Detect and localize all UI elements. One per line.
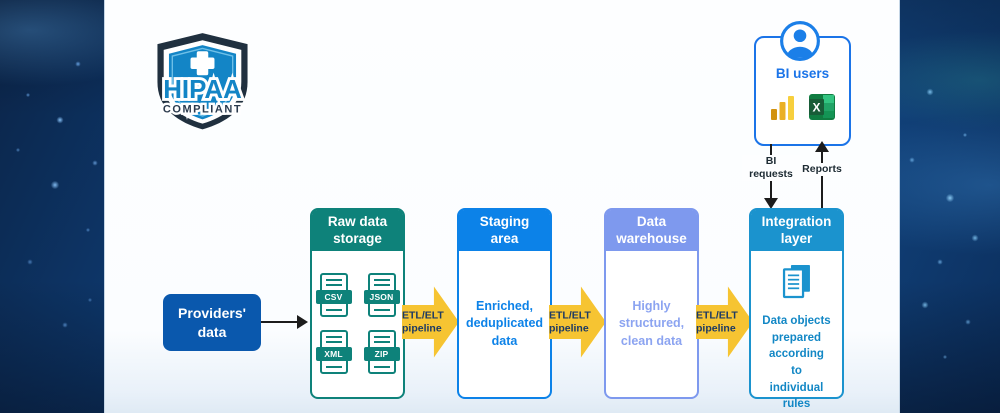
arrow-right-icon <box>297 315 308 329</box>
stage-title: Integration layer <box>751 210 842 251</box>
documents-icon <box>782 265 810 299</box>
logo-title: HIPAA <box>163 76 242 104</box>
json-file-icon: JSON <box>363 273 400 320</box>
providers-data-label: Providers' data <box>178 305 246 340</box>
etl-pipeline-label: ETL/ELT pipeline <box>402 309 444 334</box>
shield-inner <box>168 45 237 120</box>
reports-arrow-line <box>821 150 823 208</box>
reports-label: Reports <box>795 163 849 177</box>
medical-cross-icon <box>190 51 215 76</box>
stage-title: Raw data storage <box>312 210 403 251</box>
xml-file-icon: XML <box>315 330 352 377</box>
stage-title: Data warehouse <box>606 210 697 251</box>
bi-users-label: BI users <box>775 66 830 81</box>
hipaa-compliant-logo: HIPAA COMPLIANT <box>157 33 248 130</box>
file-type-grid: CSV JSON XML ZIP <box>315 273 400 377</box>
file-type-label: CSV <box>315 290 352 304</box>
bi-requests-label: BI requests <box>742 155 800 182</box>
file-type-label: JSON <box>363 290 400 304</box>
bi-tools-icons: X <box>754 92 851 122</box>
etl-pipeline-label: ETL/ELT pipeline <box>549 309 591 334</box>
providers-data-box: Providers' data <box>163 294 261 351</box>
powerbi-icon <box>771 96 794 120</box>
svg-text:X: X <box>812 101 820 115</box>
stage-data-warehouse: Data warehouse Highly structured, clean … <box>604 208 699 399</box>
stage-integration-layer: Integration layer Data objects prepared … <box>749 208 844 410</box>
arrow-up-icon <box>815 141 829 152</box>
stage-body-text: Highly structured, clean data <box>618 298 685 348</box>
file-type-label: XML <box>315 347 352 361</box>
stage-title: Staging area <box>459 210 550 251</box>
etl-pipeline-label: ETL/ELT pipeline <box>696 309 738 334</box>
csv-file-icon: CSV <box>315 273 352 320</box>
user-icon <box>780 21 820 61</box>
logo-subtitle: COMPLIANT <box>163 104 242 116</box>
stage-body-text: Enriched, deduplicated data <box>465 298 544 348</box>
stage-staging-area: Staging area Enriched, deduplicated data <box>457 208 552 399</box>
providers-arrow-line <box>261 321 298 323</box>
file-type-label: ZIP <box>363 347 400 361</box>
stage-raw-data-storage: Raw data storage CSV JSON XML <box>310 208 405 399</box>
arrow-down-icon <box>764 198 778 209</box>
stage-body-text: Data objects prepared according to indiv… <box>762 315 831 411</box>
excel-icon: X <box>809 94 835 120</box>
zip-file-icon: ZIP <box>363 330 400 377</box>
